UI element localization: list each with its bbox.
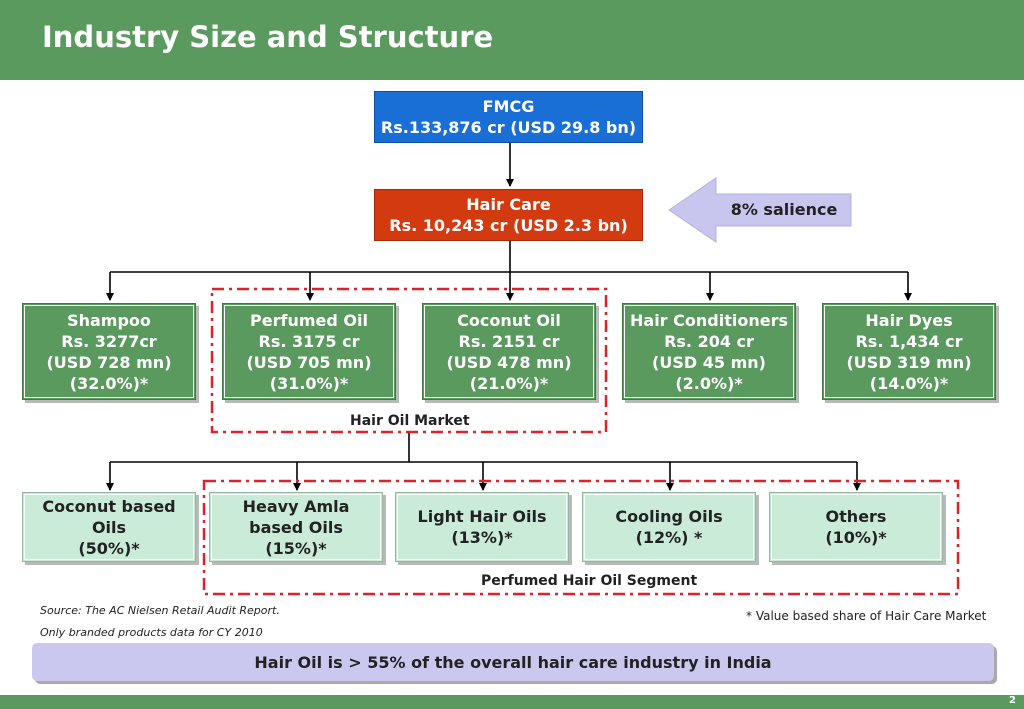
hair-care-name: Hair Care (466, 195, 551, 214)
segment-line: Light Hair Oils (417, 507, 547, 526)
segment-line: Coconut based (42, 496, 176, 516)
category-perfumed-oil: Perfumed Oil Rs. 3175 cr (USD 705 mn) (3… (222, 303, 396, 400)
segment-others: Others (10%)* (769, 492, 943, 562)
category-value: Rs. 204 cr (664, 331, 754, 351)
segment-light-hair-oils: Light Hair Oils (13%)* (395, 492, 569, 562)
category-value: Rs. 3175 cr (258, 331, 360, 351)
segment-line: based Oils (249, 517, 343, 537)
category-share: (32.0%)* (69, 373, 149, 393)
page-number: 2 (1009, 695, 1016, 706)
category-share: (21.0%)* (469, 373, 549, 393)
category-usd: (USD 45 mn) (652, 352, 766, 372)
hair-oil-market-outline (210, 287, 608, 434)
category-name: Shampoo (67, 310, 151, 330)
category-hair-conditioners: Hair Conditioners Rs. 204 cr (USD 45 mn)… (622, 303, 796, 400)
hair-oil-banner: Hair Oil is > 55% of the overall hair ca… (32, 643, 994, 681)
footer-bar: 2 (0, 695, 1024, 709)
category-shampoo: Shampoo Rs. 3277cr (USD 728 mn) (32.0%)* (22, 303, 196, 400)
category-usd: (USD 728 mn) (46, 352, 172, 372)
category-value: Rs. 1,434 cr (855, 331, 963, 351)
segment-share: (15%)* (265, 538, 327, 558)
category-share: (14.0%)* (869, 373, 949, 393)
category-name: Hair Dyes (865, 310, 953, 330)
category-name: Hair Conditioners (630, 310, 788, 330)
category-share: (2.0%)* (675, 373, 743, 393)
segment-heavy-amla: Heavy Amla based Oils (15%)* (209, 492, 383, 562)
segment-share: (12%) * (635, 528, 703, 547)
category-name: Coconut Oil (457, 310, 561, 330)
hair-oil-market-label: Hair Oil Market (350, 413, 470, 429)
salience-arrow-shape (668, 177, 852, 243)
source-note: Source: The AC Nielsen Retail Audit Repo… (40, 604, 280, 617)
segment-line: Others (825, 507, 887, 526)
segment-line: Cooling Oils (615, 507, 723, 526)
segment-share: (50%)* (78, 538, 140, 558)
banner-text: Hair Oil is > 55% of the overall hair ca… (254, 652, 772, 672)
segment-cooling-oils: Cooling Oils (12%) * (582, 492, 756, 562)
page-title: Industry Size and Structure (42, 20, 494, 54)
hair-care-value: Rs. 10,243 cr (USD 2.3 bn) (389, 216, 628, 235)
perfumed-segment-label: Perfumed Hair Oil Segment (481, 573, 698, 589)
segment-coconut-based: Coconut based Oils (50%)* (22, 492, 196, 562)
category-usd: (USD 478 mn) (446, 352, 572, 372)
perfumed-segment-outline (202, 479, 960, 596)
category-name: Perfumed Oil (250, 310, 368, 330)
category-usd: (USD 319 mn) (846, 352, 972, 372)
segment-share: (10%)* (825, 528, 887, 547)
branded-note: Only branded products data for CY 2010 (40, 626, 263, 639)
fmcg-name: FMCG (482, 97, 535, 116)
segment-line: Oils (91, 517, 127, 537)
category-hair-dyes: Hair Dyes Rs. 1,434 cr (USD 319 mn) (14.… (822, 303, 996, 400)
fmcg-value: Rs.133,876 cr (USD 29.8 bn) (380, 118, 637, 137)
segment-share: (13%)* (451, 528, 513, 547)
segment-line: Heavy Amla (242, 496, 350, 516)
fmcg-box: FMCG Rs.133,876 cr (USD 29.8 bn) (374, 91, 643, 143)
category-value: Rs. 2151 cr (458, 331, 560, 351)
salience-label: 8% salience (730, 200, 838, 219)
category-value: Rs. 3277cr (61, 331, 157, 351)
value-note: * Value based share of Hair Care Market (746, 609, 987, 623)
header-bar: Industry Size and Structure (0, 0, 1024, 80)
category-usd: (USD 705 mn) (246, 352, 372, 372)
hair-care-box: Hair Care Rs. 10,243 cr (USD 2.3 bn) (374, 189, 643, 241)
category-share: (31.0%)* (269, 373, 349, 393)
category-coconut-oil: Coconut Oil Rs. 2151 cr (USD 478 mn) (21… (422, 303, 596, 400)
